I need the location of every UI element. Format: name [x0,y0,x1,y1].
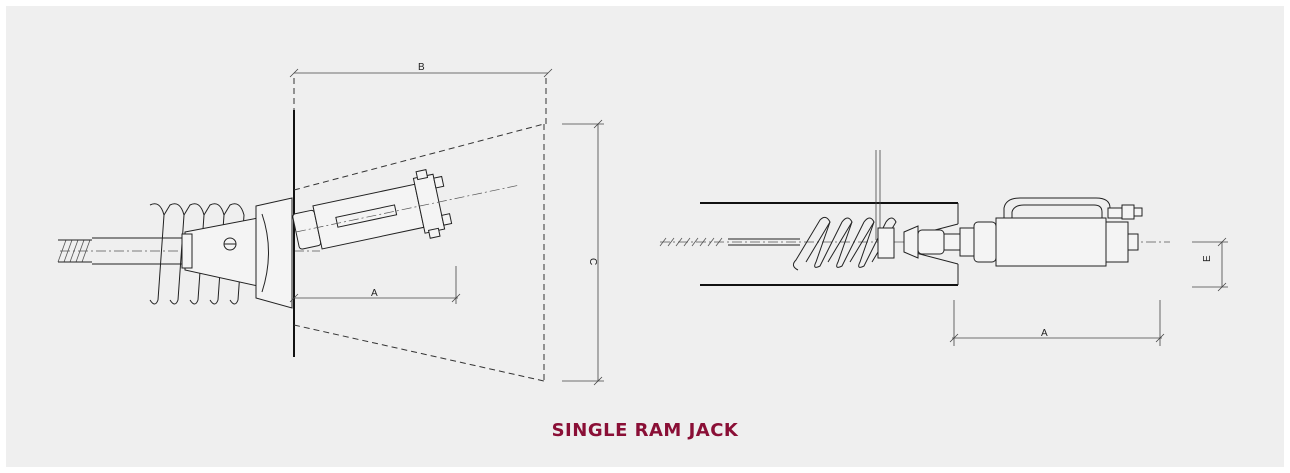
dim-a-right: A [949,300,1165,346]
left-coil-spring [149,203,245,305]
dim-label-c: C [587,258,598,265]
left-stroke-envelope [293,78,547,382]
dim-c-left: C [562,119,604,386]
dim-a-left: A [289,266,461,304]
left-ram-axis [295,184,521,233]
left-jack-view: B A C [57,62,604,386]
right-jack-view: A E [659,150,1228,346]
dim-label-a-right: A [1041,328,1048,339]
dim-label-a-left: A [371,288,378,299]
dim-b-left: B [289,62,553,78]
right-gripper [903,225,961,259]
dim-label-b: B [418,62,425,73]
right-coil-spring [792,216,897,271]
left-anchor-cone [181,217,259,287]
right-ram-body [959,197,1143,267]
left-bearing-plate [255,197,293,309]
right-duct [700,150,959,286]
dim-label-e: E [1202,255,1213,262]
figure-caption: SINGLE RAM JACK [551,420,739,441]
dim-e-right: E [1192,237,1228,292]
